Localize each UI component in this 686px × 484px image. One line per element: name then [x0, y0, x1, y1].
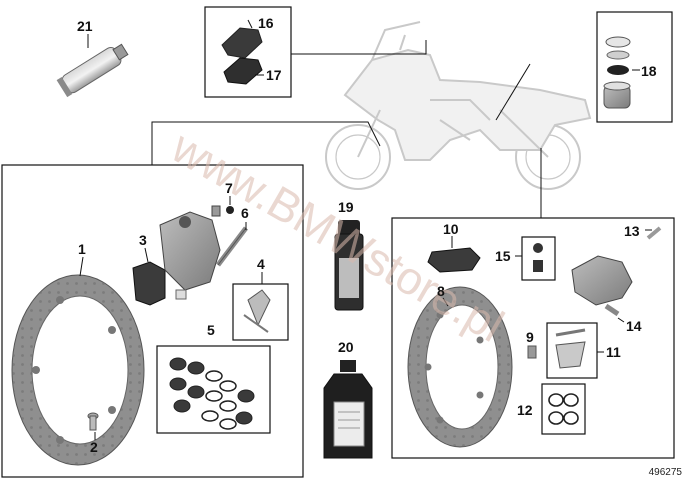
rear-bleeder-valve	[645, 226, 662, 240]
rear-bleeder-cap	[527, 345, 537, 359]
rear-spring-kit-parts	[555, 328, 604, 369]
callout-16: 16	[258, 15, 274, 31]
reservoir-parts	[603, 36, 640, 109]
callout-3: 3	[139, 232, 147, 248]
rear-caliper	[571, 255, 633, 306]
callout-11: 11	[606, 344, 621, 360]
callout-13: 13	[624, 223, 640, 239]
caliper-pin	[216, 222, 248, 267]
callout-12: 12	[517, 402, 533, 418]
front-brake-pad	[132, 247, 166, 306]
rear-brake-pad	[427, 236, 481, 273]
callout-1: 1	[78, 241, 86, 257]
bleeder-valve	[211, 196, 234, 217]
box-spring-kit	[232, 283, 289, 341]
box-bolt-kit	[521, 236, 556, 281]
box-reservoir	[596, 11, 673, 123]
callout-10: 10	[443, 221, 459, 237]
callout-6: 6	[241, 205, 249, 221]
box-rear-seal-kit	[541, 383, 586, 435]
front-caliper	[159, 211, 221, 300]
box-rear-spring-kit	[546, 322, 598, 379]
callout-18: 18	[641, 63, 657, 79]
callout-2: 2	[90, 439, 98, 455]
callout-15: 15	[495, 248, 511, 264]
front-brake-disc	[11, 256, 145, 466]
reference-number: 496275	[649, 467, 683, 478]
callout-20: 20	[338, 339, 354, 355]
callout-4: 4	[257, 256, 265, 272]
disc-screw	[87, 412, 99, 440]
spray-can	[334, 220, 364, 311]
brake-fluid-bottle	[323, 360, 373, 459]
seal-kit-parts	[169, 357, 255, 430]
callout-8: 8	[437, 283, 445, 299]
callout-9: 9	[526, 329, 534, 345]
bolt-kit-parts	[515, 243, 543, 272]
box-seal-kit	[156, 345, 271, 434]
rear-caliper-screw	[604, 303, 625, 323]
box-rear-brake	[391, 217, 675, 459]
callout-19: 19	[338, 199, 354, 215]
callout-5: 5	[207, 322, 215, 338]
motorcycle-illustration	[325, 21, 592, 190]
callout-7: 7	[225, 180, 233, 196]
box-reservoir-cover	[204, 6, 292, 98]
callout-21: 21	[77, 18, 93, 34]
box-front-brake	[1, 164, 304, 478]
grease-tube	[56, 34, 129, 98]
callout-17: 17	[266, 67, 282, 83]
pointer-lines	[151, 40, 542, 218]
rear-seal-kit-parts	[548, 393, 579, 425]
rear-brake-disc	[407, 286, 513, 448]
reservoir-cover-parts	[221, 19, 264, 85]
spring-kit-parts	[243, 272, 271, 333]
callout-14: 14	[626, 318, 642, 334]
